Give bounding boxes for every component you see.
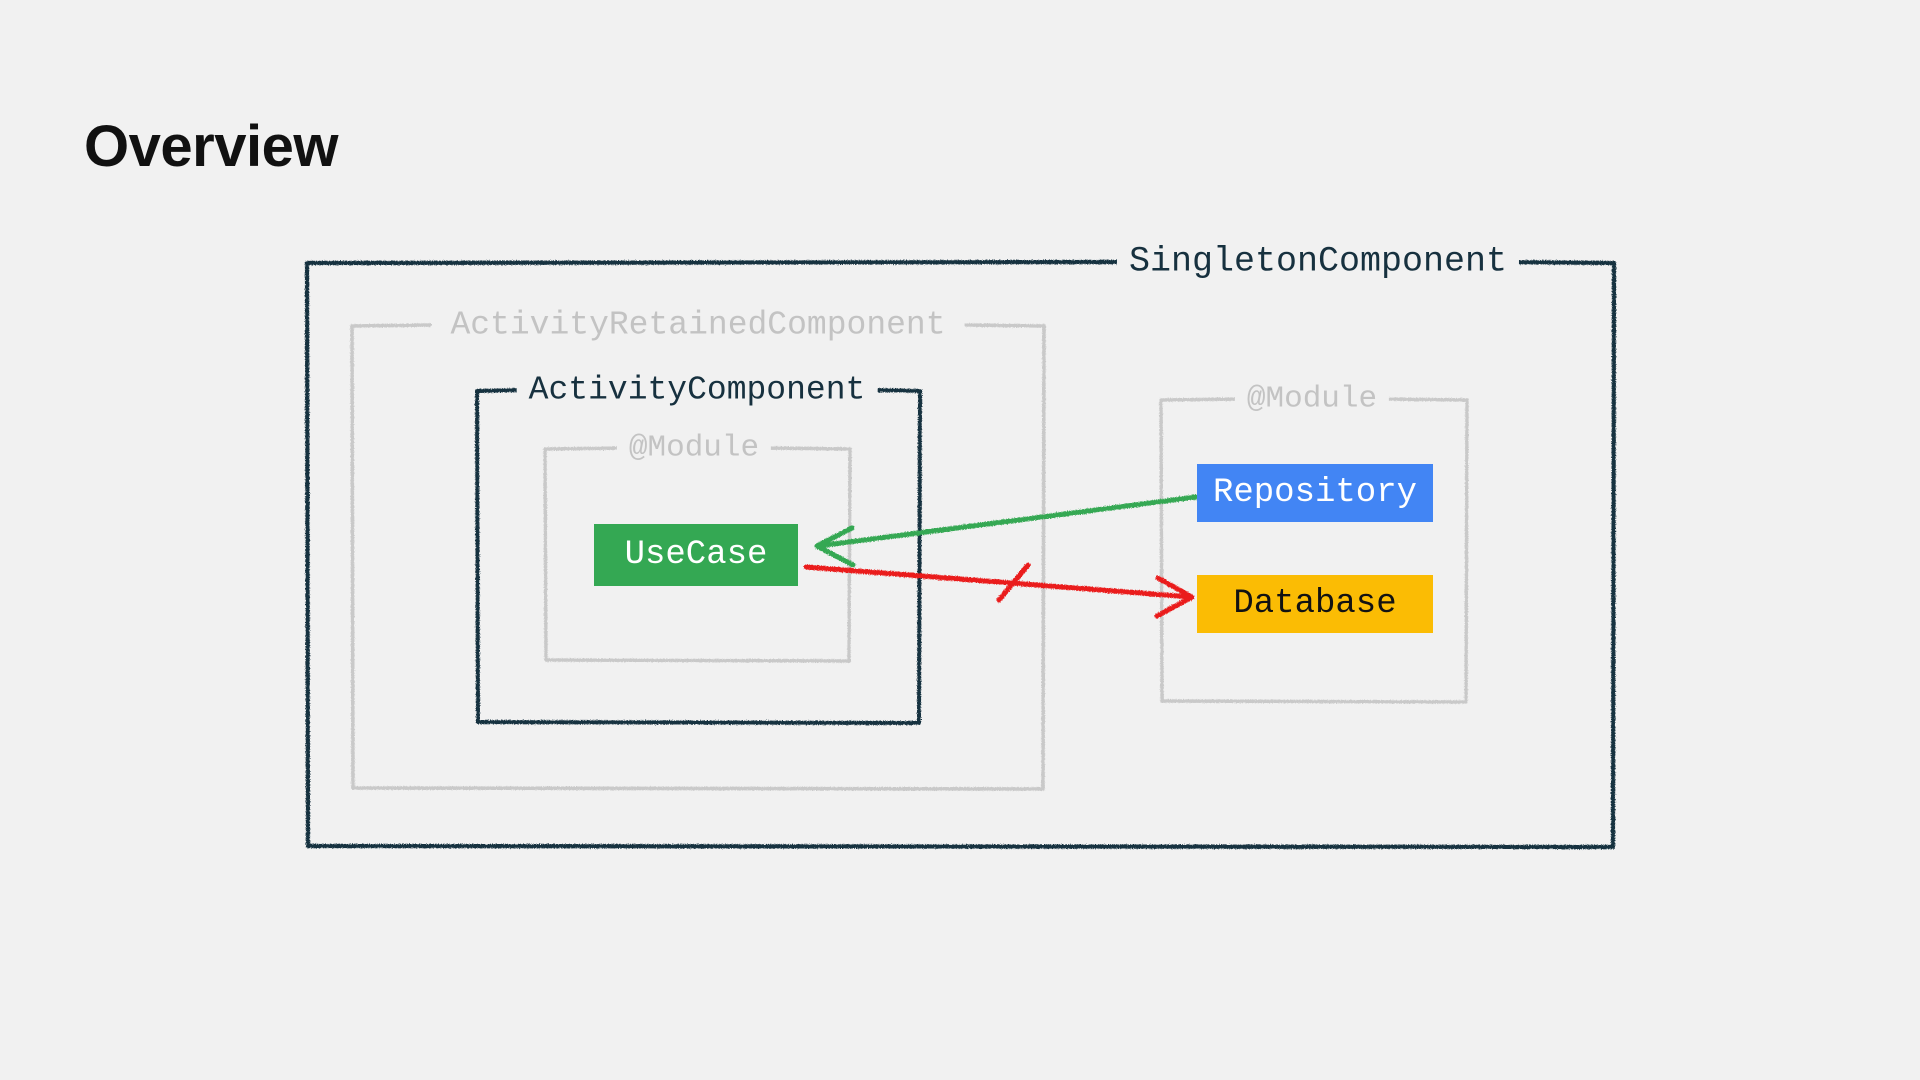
- edge-usecase-to-database: [803, 562, 1195, 619]
- container-label-singleton-component: SingletonComponent: [1116, 244, 1520, 280]
- container-label-activity-retained-component: ActivityRetainedComponent: [438, 308, 958, 342]
- container-label-module-right: @Module: [1234, 383, 1390, 415]
- node-repository[interactable]: Repository: [1197, 464, 1433, 522]
- container-label-activity-component: ActivityComponent: [516, 373, 878, 407]
- node-usecase[interactable]: UseCase: [594, 524, 798, 586]
- container-border-module-right: [1159, 397, 1469, 704]
- edge-repository-to-usecase: [814, 494, 1199, 568]
- forbidden-slash-icon: [996, 562, 1031, 603]
- page-title: Overview: [84, 114, 338, 179]
- container-border-singleton-component: [304, 259, 1617, 850]
- node-database[interactable]: Database: [1197, 575, 1433, 633]
- container-label-module-left: @Module: [616, 432, 772, 464]
